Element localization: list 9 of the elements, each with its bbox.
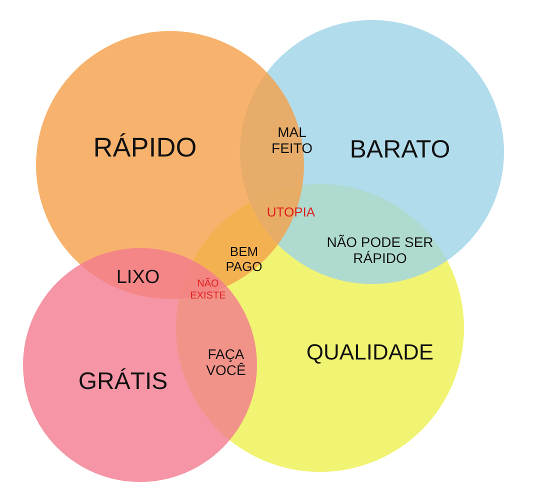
region-label: BEM PAGO xyxy=(224,245,264,275)
set-name: RÁPIDO xyxy=(93,132,197,164)
set-name: GRÁTIS xyxy=(78,368,168,396)
set-name: QUALIDADE xyxy=(306,339,434,365)
set-name: BARATO xyxy=(350,136,450,164)
region-label: LIXO xyxy=(115,267,161,289)
region-label: FAÇA VOCÊ xyxy=(205,346,247,378)
region-label: NÃO PODE SER RÁPIDO xyxy=(326,234,434,266)
region-label: NÃO EXISTE xyxy=(189,278,227,302)
